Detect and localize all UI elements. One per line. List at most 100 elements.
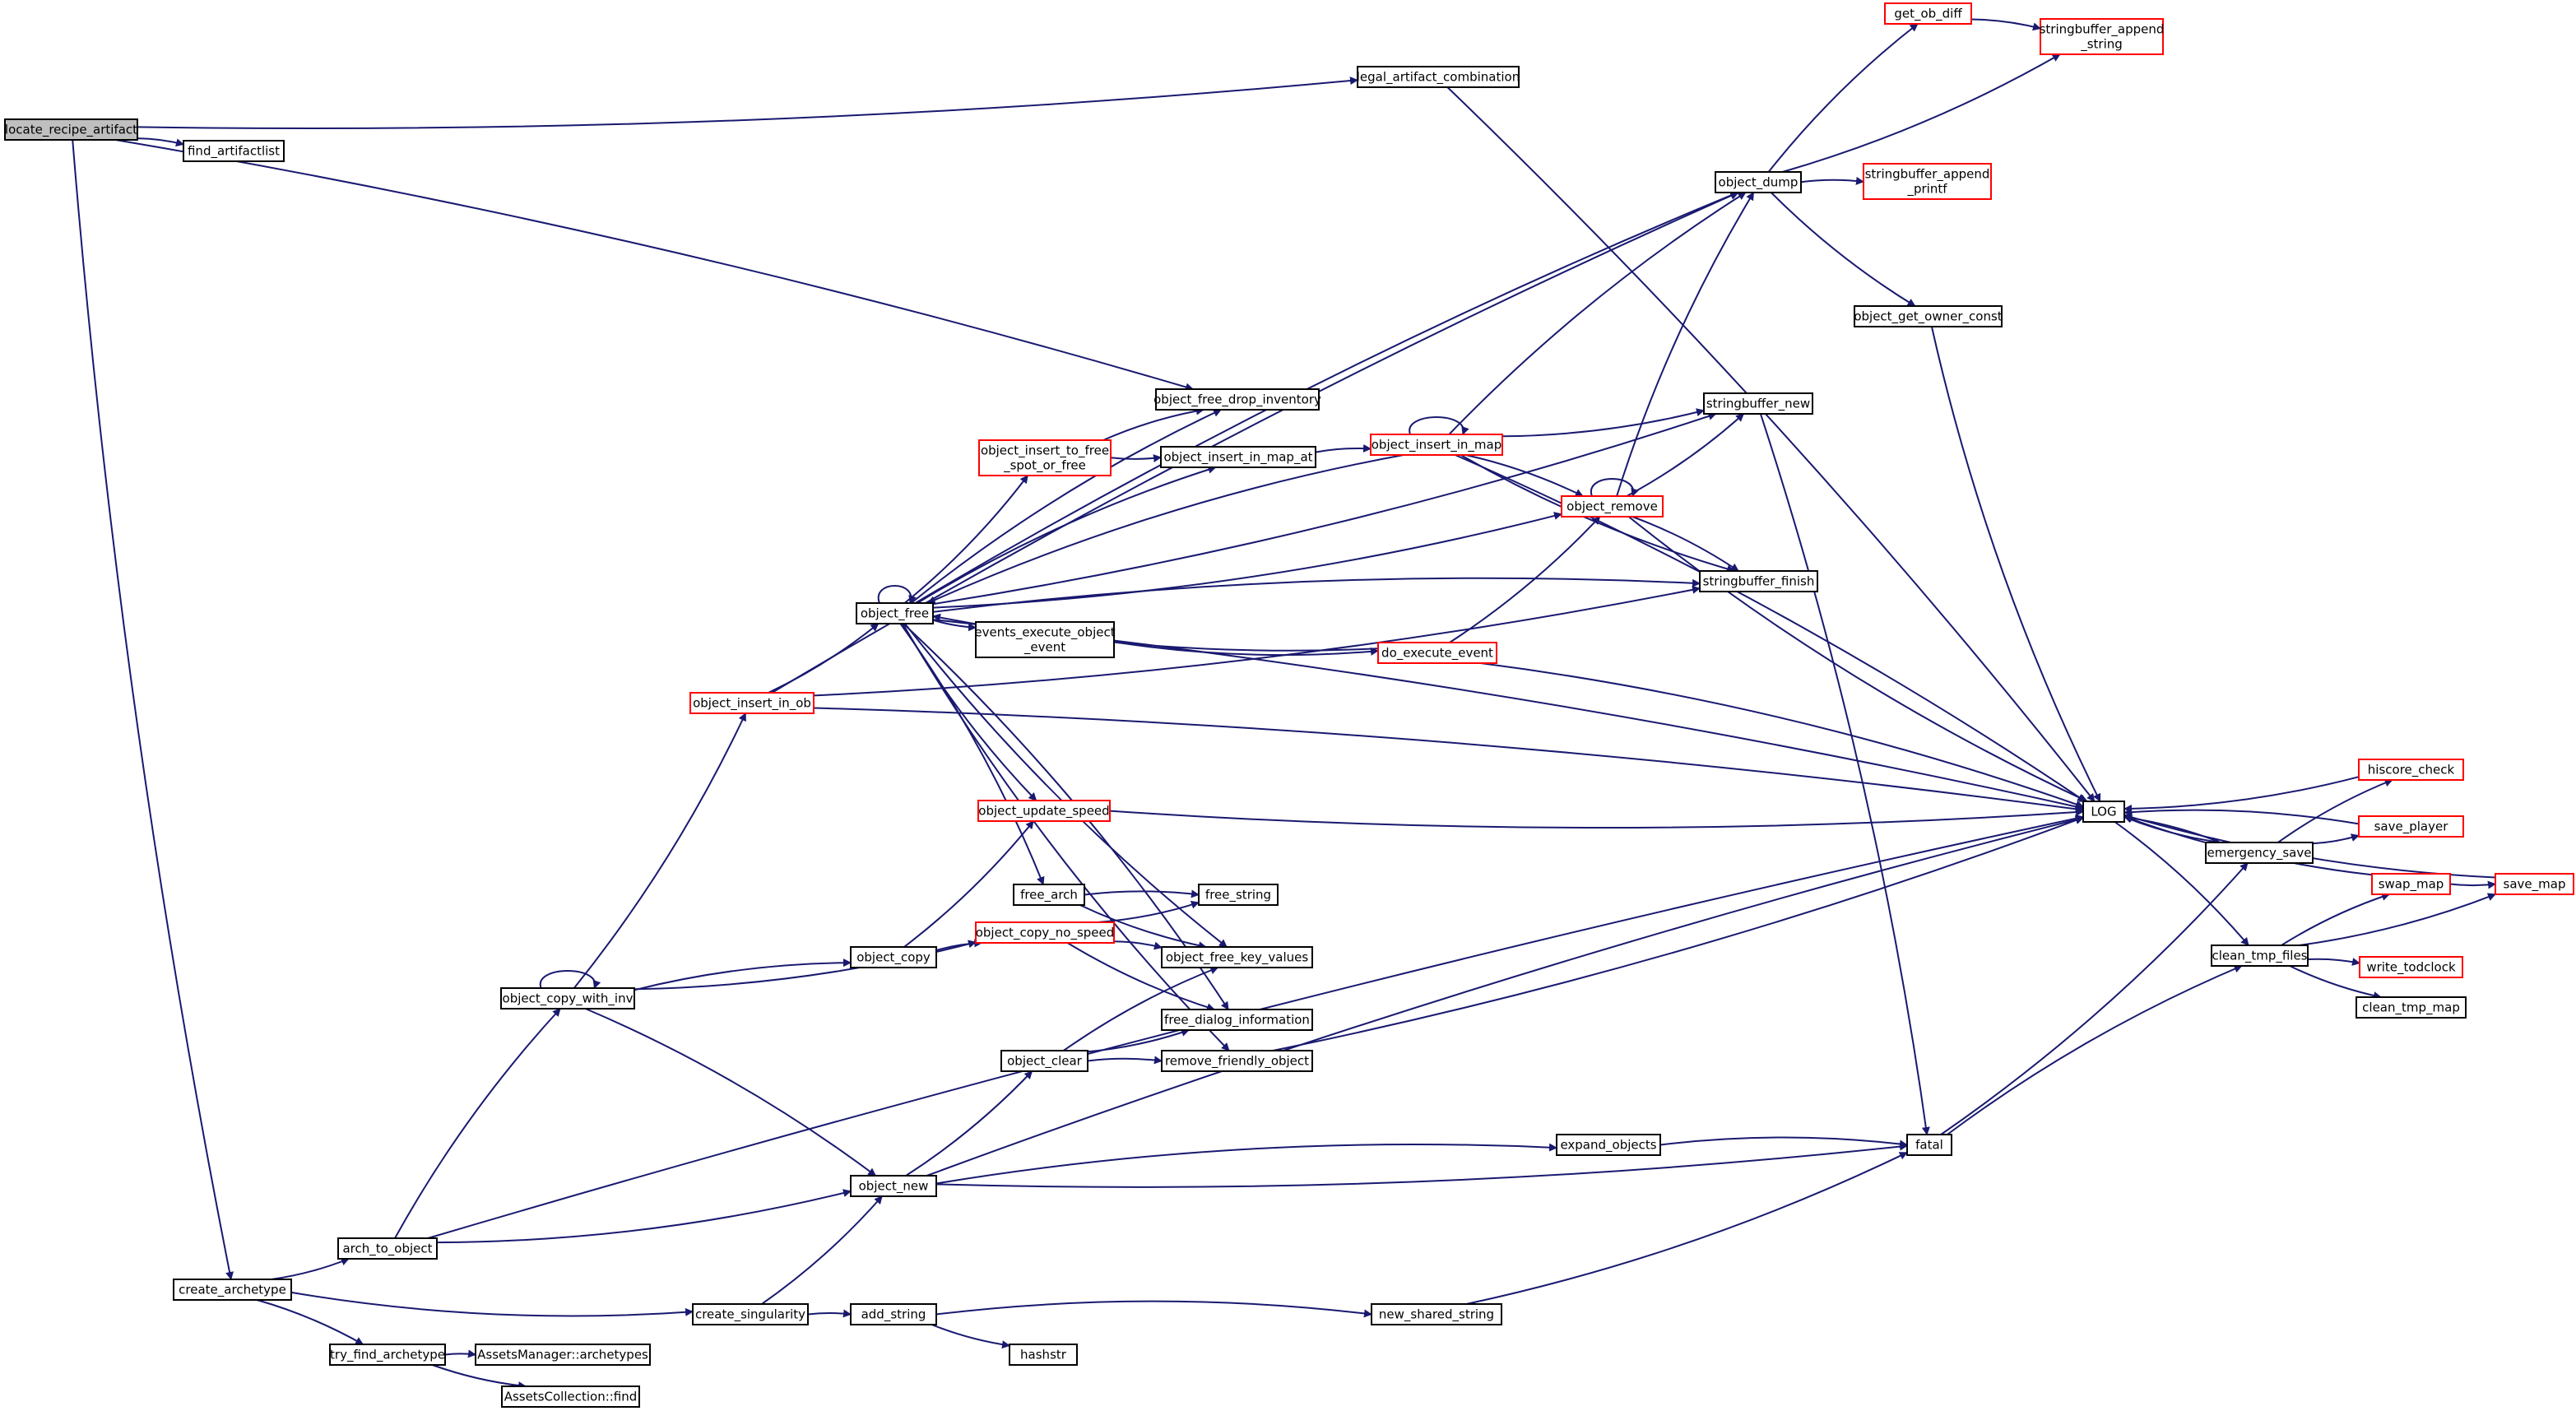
node-object-free[interactable]: object_free [856, 602, 934, 624]
node-stringbuffer-finish[interactable]: stringbuffer_finish [1699, 570, 1818, 592]
node-fatal[interactable]: fatal [1906, 1134, 1952, 1156]
node-add-string[interactable]: add_string [850, 1303, 937, 1325]
edge-fatal-to-clean-tmp-files [1947, 964, 2243, 1135]
node-object-remove[interactable]: object_remove [1561, 495, 1664, 518]
node-assetsmanager-archetypes[interactable]: AssetsManager::archetypes [475, 1344, 651, 1366]
node-stringbuffer-append-string[interactable]: stringbuffer_append_string [2040, 18, 2165, 55]
node-label-remove-friendly-object: remove_friendly_object [1165, 1054, 1309, 1070]
node-object-insert-in-ob[interactable]: object_insert_in_ob [689, 692, 815, 714]
edge-create-singularity-to-object-new [761, 1195, 883, 1305]
node-label-hashstr: hashstr [1020, 1348, 1067, 1362]
edge-object-copy-no-speed-to-free-string [1097, 900, 1200, 923]
node-free-string[interactable]: free_string [1198, 884, 1279, 906]
node-box-assetsmanager-archetypes [475, 1344, 651, 1366]
node-box-stringbuffer-append-string [2040, 18, 2164, 55]
edge-clean-tmp-files-to-swap-map [2281, 893, 2391, 946]
node-box-clean-tmp-files [2211, 945, 2309, 967]
node-object-copy-no-speed[interactable]: object_copy_no_speed [975, 921, 1115, 944]
node-hiscore-check[interactable]: hiscore_check [2358, 759, 2464, 781]
node-object-clear[interactable]: object_clear [1000, 1050, 1088, 1072]
node-object-copy[interactable]: object_copy [850, 946, 937, 968]
node-label-free-string: free_string [1205, 888, 1271, 903]
node-save-map[interactable]: save_map [2495, 873, 2574, 895]
node-free-arch[interactable]: free_arch [1013, 884, 1085, 906]
node-label-object-copy: object_copy [856, 950, 931, 966]
edge-object-copy-with-inv-to-object-copy-with-inv [539, 970, 601, 989]
node-label-object-get-owner-const: object_get_owner_const [1854, 309, 2002, 325]
node-swap-map[interactable]: swap_map [2371, 873, 2451, 895]
node-create-archetype[interactable]: create_archetype [173, 1279, 292, 1301]
node-free-dialog-information[interactable]: free_dialog_information [1161, 1009, 1313, 1031]
edge-try-find-archetype-to-assetsmanager-archetypes [444, 1349, 476, 1358]
node-emergency-save[interactable]: emergency_save [2205, 842, 2314, 864]
node-object-insert-in-map[interactable]: object_insert_in_map [1370, 434, 1503, 456]
node-find-artifactlist[interactable]: find_artifactlist [183, 140, 285, 162]
node-label-arch-to-object: arch_to_object [342, 1242, 432, 1257]
node-object-free-key-values[interactable]: object_free_key_values [1161, 946, 1313, 968]
node-events-execute-object-event[interactable]: events_execute_object_event [974, 621, 1116, 658]
edge-object-dump-to-stringbuffer-append-printf [1800, 176, 1864, 185]
node-remove-friendly-object[interactable]: remove_friendly_object [1161, 1050, 1313, 1072]
node-assetscollection-find[interactable]: AssetsCollection::find [501, 1385, 640, 1408]
node-object-dump[interactable]: object_dump [1715, 171, 1802, 193]
node-object-insert-to-free-spot-or-free[interactable]: object_insert_to_free_spot_or_free [978, 439, 1112, 476]
node-box-free-arch [1013, 884, 1085, 906]
edge-object-insert-in-map-to-object-remove [1465, 454, 1584, 497]
edge-locate-recipe-artifact-to-object-free-drop-inventory [115, 139, 1194, 392]
node-box-new-shared-string [1371, 1303, 1502, 1325]
node-label-object-insert-to-free-spot-or-free: _spot_or_free [1003, 458, 1086, 474]
edge-free-arch-to-object-free-key-values [1079, 904, 1207, 950]
edge-arch-to-object-to-object-copy-with-inv [394, 1008, 561, 1239]
edge-object-remove-to-log [1627, 516, 2088, 802]
node-log[interactable]: LOG [2082, 801, 2125, 823]
edge-object-insert-in-ob-to-object-free [768, 623, 880, 694]
edge-new-shared-string-to-fatal [1466, 1151, 1908, 1305]
node-get-ob-diff[interactable]: get_ob_diff [1884, 2, 1972, 25]
node-legal-artifact-combination[interactable]: legal_artifact_combination [1357, 66, 1520, 88]
node-label-get-ob-diff: get_ob_diff [1894, 7, 1962, 22]
node-object-free-drop-inventory[interactable]: object_free_drop_inventory [1153, 388, 1321, 411]
node-object-copy-with-inv[interactable]: object_copy_with_inv [500, 987, 635, 1010]
edge-add-string-to-new-shared-string [935, 1300, 1372, 1318]
node-locate-recipe-artifact[interactable]: locate_recipe_artifact [4, 118, 138, 141]
node-try-find-archetype[interactable]: try_find_archetype [329, 1344, 446, 1366]
node-expand-objects[interactable]: expand_objects [1556, 1134, 1661, 1156]
node-object-update-speed[interactable]: object_update_speed [977, 800, 1111, 822]
edge-object-clear-to-free-dialog-information [1087, 1028, 1190, 1053]
edge-object-insert-in-map-at-to-object-insert-in-map [1315, 443, 1372, 453]
node-box-free-string [1198, 884, 1279, 906]
edge-object-free-to-remove-friendly-object [902, 623, 1230, 1051]
node-clean-tmp-map[interactable]: clean_tmp_map [2356, 996, 2467, 1019]
node-label-events-execute-object-event: events_execute_object [974, 625, 1115, 641]
node-object-insert-in-map-at[interactable]: object_insert_in_map_at [1160, 446, 1316, 468]
node-hashstr[interactable]: hashstr [1009, 1344, 1078, 1366]
node-label-free-dialog-information: free_dialog_information [1164, 1013, 1310, 1028]
edge-object-free-to-object-free-key-values [904, 623, 1228, 948]
node-arch-to-object[interactable]: arch_to_object [337, 1237, 438, 1260]
node-label-swap-map: swap_map [2379, 877, 2444, 893]
edge-remove-friendly-object-to-log [1272, 816, 2084, 1051]
edge-events-execute-object-event-to-do-execute-event [1113, 641, 1379, 657]
edge-object-copy-with-inv-to-object-new [585, 1008, 877, 1177]
node-do-execute-event[interactable]: do_execute_event [1377, 642, 1497, 664]
node-new-shared-string[interactable]: new_shared_string [1371, 1303, 1502, 1325]
node-stringbuffer-append-printf[interactable]: stringbuffer_append_printf [1863, 163, 1992, 200]
node-object-get-owner-const[interactable]: object_get_owner_const [1854, 305, 2003, 327]
edge-object-clear-to-object-free-key-values [1063, 966, 1219, 1051]
node-object-new[interactable]: object_new [850, 1175, 937, 1197]
edge-object-remove-to-object-remove [1590, 478, 1639, 497]
node-box-legal-artifact-combination [1357, 66, 1520, 88]
node-create-singularity[interactable]: create_singularity [692, 1303, 809, 1325]
node-save-player[interactable]: save_player [2358, 815, 2464, 838]
edge-stringbuffer-new-to-fatal [1759, 413, 1930, 1135]
node-label-object-free-key-values: object_free_key_values [1166, 950, 1309, 966]
edge-object-insert-in-map-to-object-dump [1448, 192, 1747, 435]
edge-object-insert-in-map-to-object-free [926, 454, 1404, 604]
edge-hiscore-check-to-log [2123, 776, 2360, 813]
node-stringbuffer-new[interactable]: stringbuffer_new [1703, 392, 1813, 415]
node-label-object-clear: object_clear [1007, 1054, 1083, 1070]
node-write-todclock[interactable]: write_todclock [2359, 956, 2463, 978]
node-label-find-artifactlist: find_artifactlist [188, 144, 280, 160]
node-clean-tmp-files[interactable]: clean_tmp_files [2211, 945, 2309, 967]
